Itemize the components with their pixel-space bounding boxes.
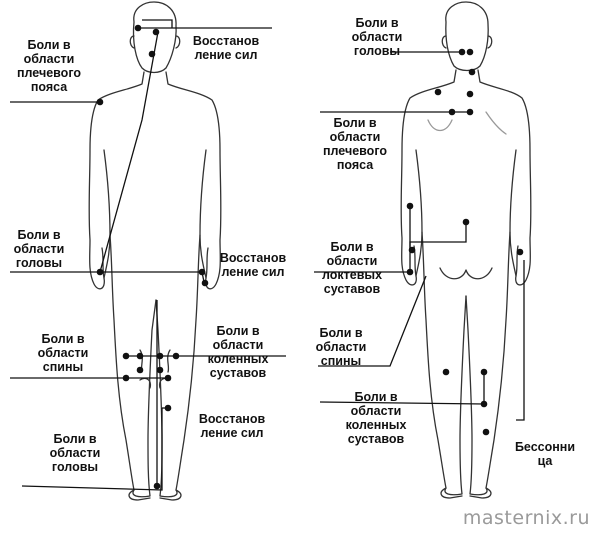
point xyxy=(201,279,209,287)
acupoints xyxy=(96,24,524,490)
point xyxy=(448,108,456,116)
point xyxy=(466,108,474,116)
point xyxy=(122,352,130,360)
point xyxy=(466,90,474,98)
point xyxy=(406,268,414,276)
point xyxy=(136,352,144,360)
back-body-outline xyxy=(400,1,532,499)
point xyxy=(480,400,488,408)
point xyxy=(408,246,416,254)
point xyxy=(156,366,164,374)
point xyxy=(172,352,180,360)
point xyxy=(198,268,206,276)
point xyxy=(153,482,161,490)
point xyxy=(136,366,144,374)
point xyxy=(442,368,450,376)
point xyxy=(134,24,142,32)
point xyxy=(482,428,490,436)
leader-lines xyxy=(10,19,525,491)
point xyxy=(480,368,488,376)
point xyxy=(164,374,172,382)
point xyxy=(148,50,156,58)
point xyxy=(122,374,130,382)
point xyxy=(434,88,442,96)
point xyxy=(468,68,476,76)
point xyxy=(152,28,160,36)
point xyxy=(96,268,104,276)
point xyxy=(462,218,470,226)
point xyxy=(406,202,414,210)
point xyxy=(96,98,104,106)
point xyxy=(466,48,474,56)
point xyxy=(516,248,524,256)
point xyxy=(458,48,466,56)
point xyxy=(164,404,172,412)
point xyxy=(156,352,164,360)
watermark: masternix.ru xyxy=(462,507,590,529)
